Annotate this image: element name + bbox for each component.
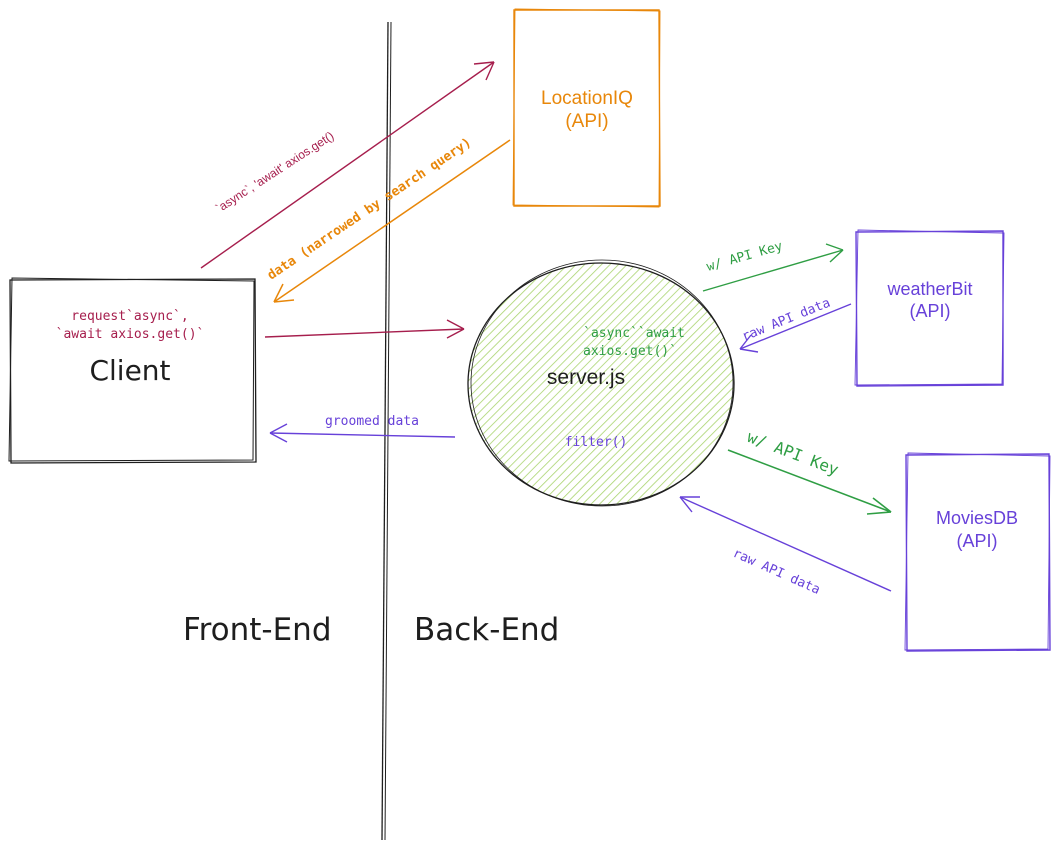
server-circle xyxy=(467,259,735,507)
client-note-line1: request`async`, xyxy=(71,309,188,324)
server-filter-label: filter() xyxy=(565,435,628,450)
front-back-divider xyxy=(381,21,392,841)
server-note-line2: axios.get()` xyxy=(583,344,677,359)
weatherbit-box xyxy=(854,229,1005,387)
label-server-to-weatherbit: w/ API Key xyxy=(705,239,785,275)
locationiq-box xyxy=(512,8,661,208)
arrow-moviesdb-to-server xyxy=(679,496,892,592)
arrow-server-to-moviesdb xyxy=(727,449,892,515)
label-server-to-client: groomed data xyxy=(325,414,419,429)
label-client-to-locationiq: `async`, 'await' axios.get() xyxy=(213,129,336,216)
arrow-server-to-weatherbit xyxy=(702,243,844,292)
locationiq-api-label: (API) xyxy=(565,111,608,132)
client-box xyxy=(8,277,257,464)
moviesdb-api-label: (API) xyxy=(956,531,997,551)
client-note-line2: `await axios.get()` xyxy=(56,327,205,342)
weatherbit-api-label: (API) xyxy=(909,301,950,321)
moviesdb-label: MoviesDB xyxy=(936,508,1018,528)
server-note-line1: `async``await xyxy=(583,326,685,341)
label-server-to-moviesdb: w/ API Key xyxy=(745,427,842,479)
arrow-locationiq-to-client xyxy=(273,139,511,303)
arrow-client-to-locationiq xyxy=(200,61,495,269)
arrow-weatherbit-to-server xyxy=(739,303,852,353)
moviesdb-box xyxy=(904,452,1051,652)
arrow-server-to-client xyxy=(269,423,456,443)
locationiq-label: LocationIQ xyxy=(541,88,633,109)
label-weatherbit-to-server: raw API data xyxy=(740,296,833,345)
client-title: Client xyxy=(89,354,170,387)
front-end-label: Front-End xyxy=(183,612,332,648)
arrow-client-to-server xyxy=(264,319,465,339)
server-title: server.js xyxy=(547,366,625,389)
weatherbit-label: weatherBit xyxy=(886,279,972,299)
back-end-label: Back-End xyxy=(414,612,559,648)
